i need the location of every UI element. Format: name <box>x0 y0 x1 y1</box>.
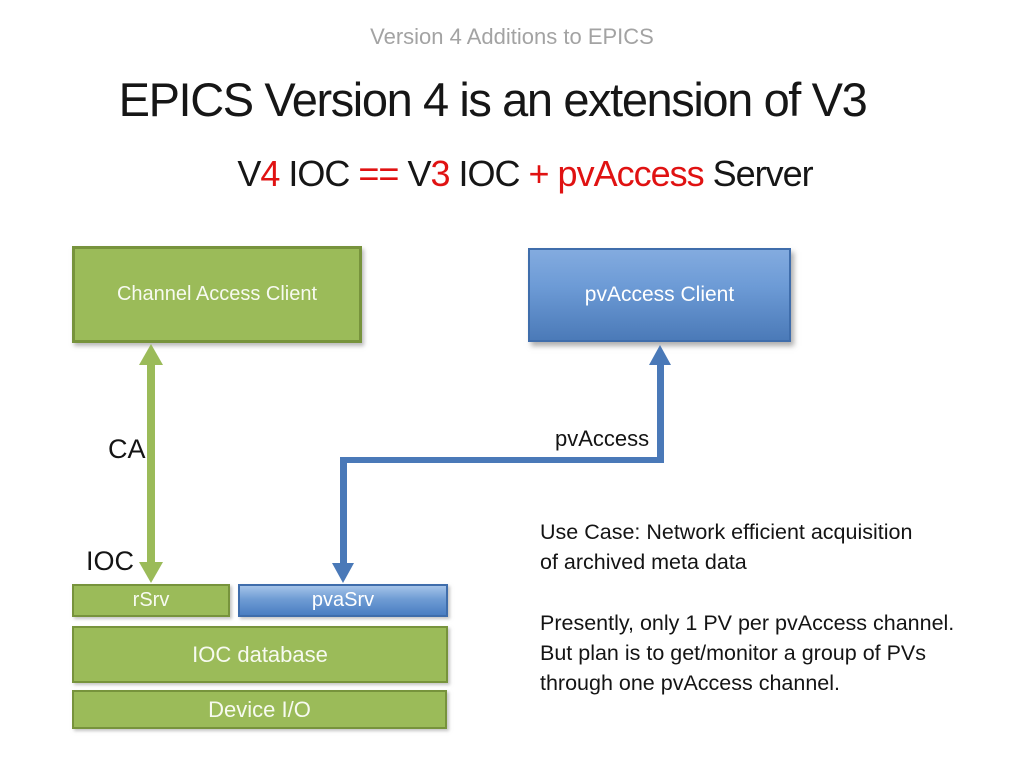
pvaccess-client-box: pvAccess Client <box>528 248 791 342</box>
subtitle-seg-0: V <box>237 153 261 194</box>
subtitle-seg-5: 3 <box>430 153 450 194</box>
pvaccess-arrow-down-head-icon <box>332 563 354 583</box>
use-case-note: Use Case: Network efficient acquisition … <box>540 520 913 574</box>
rsrv-label: rSrv <box>132 589 170 611</box>
channel-access-client-box: Channel Access Client <box>72 246 362 343</box>
ca-arrow-up-head-icon <box>139 344 163 365</box>
subtitle-seg-8: Server <box>703 153 814 194</box>
rsrv-box: rSrv <box>72 584 230 617</box>
ioc-database-label: IOC database <box>192 641 328 667</box>
ca-arrow-shaft <box>147 362 155 566</box>
pvaccess-arrow-right-shaft <box>657 363 664 460</box>
device-io-label: Device I/O <box>208 696 311 722</box>
subtitle-seg-2: IOC <box>279 153 359 194</box>
subtitle-seg-6: IOC <box>449 153 529 194</box>
device-io-box: Device I/O <box>72 690 447 729</box>
ca-arrow-down-head-icon <box>139 562 163 583</box>
subtitle-seg-3: == <box>358 153 408 194</box>
subtitle-seg-1: 4 <box>260 153 280 194</box>
channel-access-client-label: Channel Access Client <box>116 283 318 305</box>
pvaccess-client-label: pvAccess Client <box>584 283 735 306</box>
subtitle-seg-7: + pvAccess <box>528 153 705 194</box>
pvasrv-box: pvaSrv <box>238 584 448 617</box>
presently-note: Presently, only 1 PV per pvAccess channe… <box>540 611 955 695</box>
pvasrv-label: pvaSrv <box>311 589 375 611</box>
ioc-database-box: IOC database <box>72 626 448 683</box>
subtitle: V4 IOC == V3 IOC + pvAccess Server <box>25 153 1024 195</box>
ioc-label: IOC <box>86 546 135 576</box>
pvaccess-arrow-up-head-icon <box>649 345 671 365</box>
pvaccess-arrow-horizontal-shaft <box>340 457 664 463</box>
pvaccess-arrow-left-shaft <box>340 457 347 564</box>
ca-label: CA <box>108 434 146 464</box>
page-title: EPICS Version 4 is an extension of V3 <box>118 73 868 126</box>
pvaccess-label: pvAccess <box>555 426 650 451</box>
subtitle-seg-4: V <box>407 153 431 194</box>
slide-header: Version 4 Additions to EPICS <box>370 24 654 49</box>
